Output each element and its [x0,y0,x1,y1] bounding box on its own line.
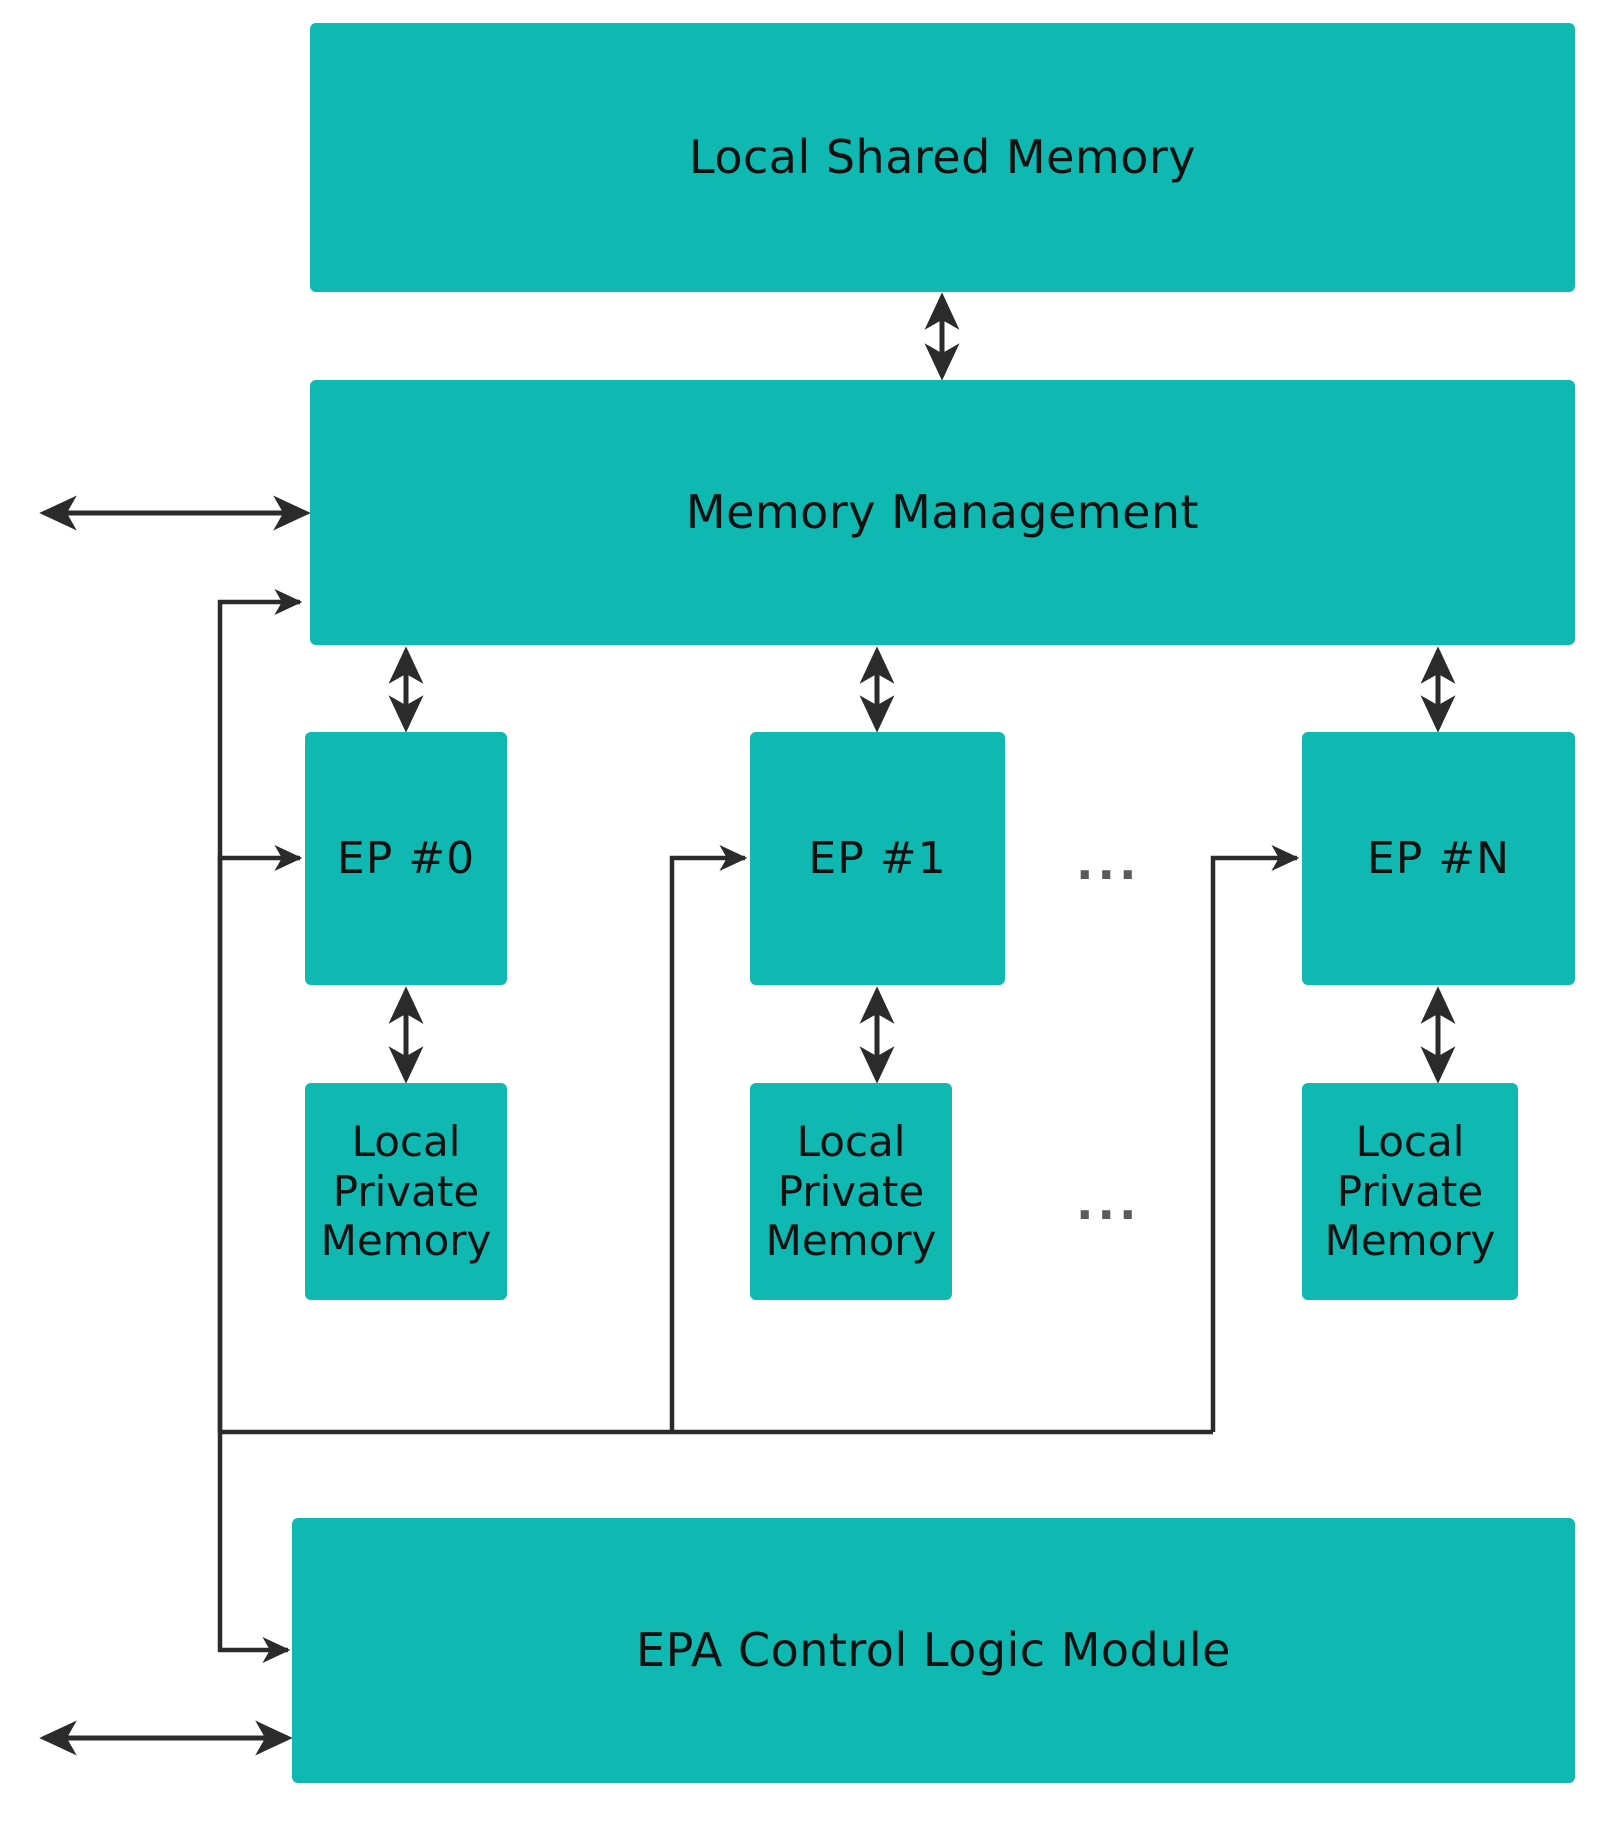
block-memory-management[interactable]: Memory Management [310,380,1575,645]
block-local-private-memory-1[interactable]: Local Private Memory [750,1083,952,1300]
connector-control-bus [217,844,1300,1435]
block-local-private-memory-0[interactable]: Local Private Memory [305,1083,507,1300]
block-label: Memory Management [685,485,1200,540]
block-ep-1[interactable]: EP #1 [750,732,1005,985]
lpm-row-ellipsis: ... [1076,1176,1141,1230]
block-ep-0[interactable]: EP #0 [305,732,507,985]
block-label: EP #N [1366,832,1511,884]
block-label: EPA Control Logic Module [636,1623,1231,1678]
block-label: Local Private Memory [1324,1117,1496,1266]
connector-ctrl-to-mm [217,588,303,1432]
block-label: EP #1 [808,832,947,884]
block-local-private-memory-n[interactable]: Local Private Memory [1302,1083,1518,1300]
block-label: Local Private Memory [320,1117,492,1266]
block-ep-n[interactable]: EP #N [1302,732,1575,985]
block-label: Local Shared Memory [689,130,1196,185]
connector-ctrl-bus-to-epa [217,1432,291,1664]
block-local-shared-memory[interactable]: Local Shared Memory [310,23,1575,292]
ep-row-ellipsis: ... [1076,836,1141,890]
block-label: Local Private Memory [765,1117,937,1266]
block-epa-control-logic-module[interactable]: EPA Control Logic Module [292,1518,1575,1783]
block-label: EP #0 [336,832,476,884]
